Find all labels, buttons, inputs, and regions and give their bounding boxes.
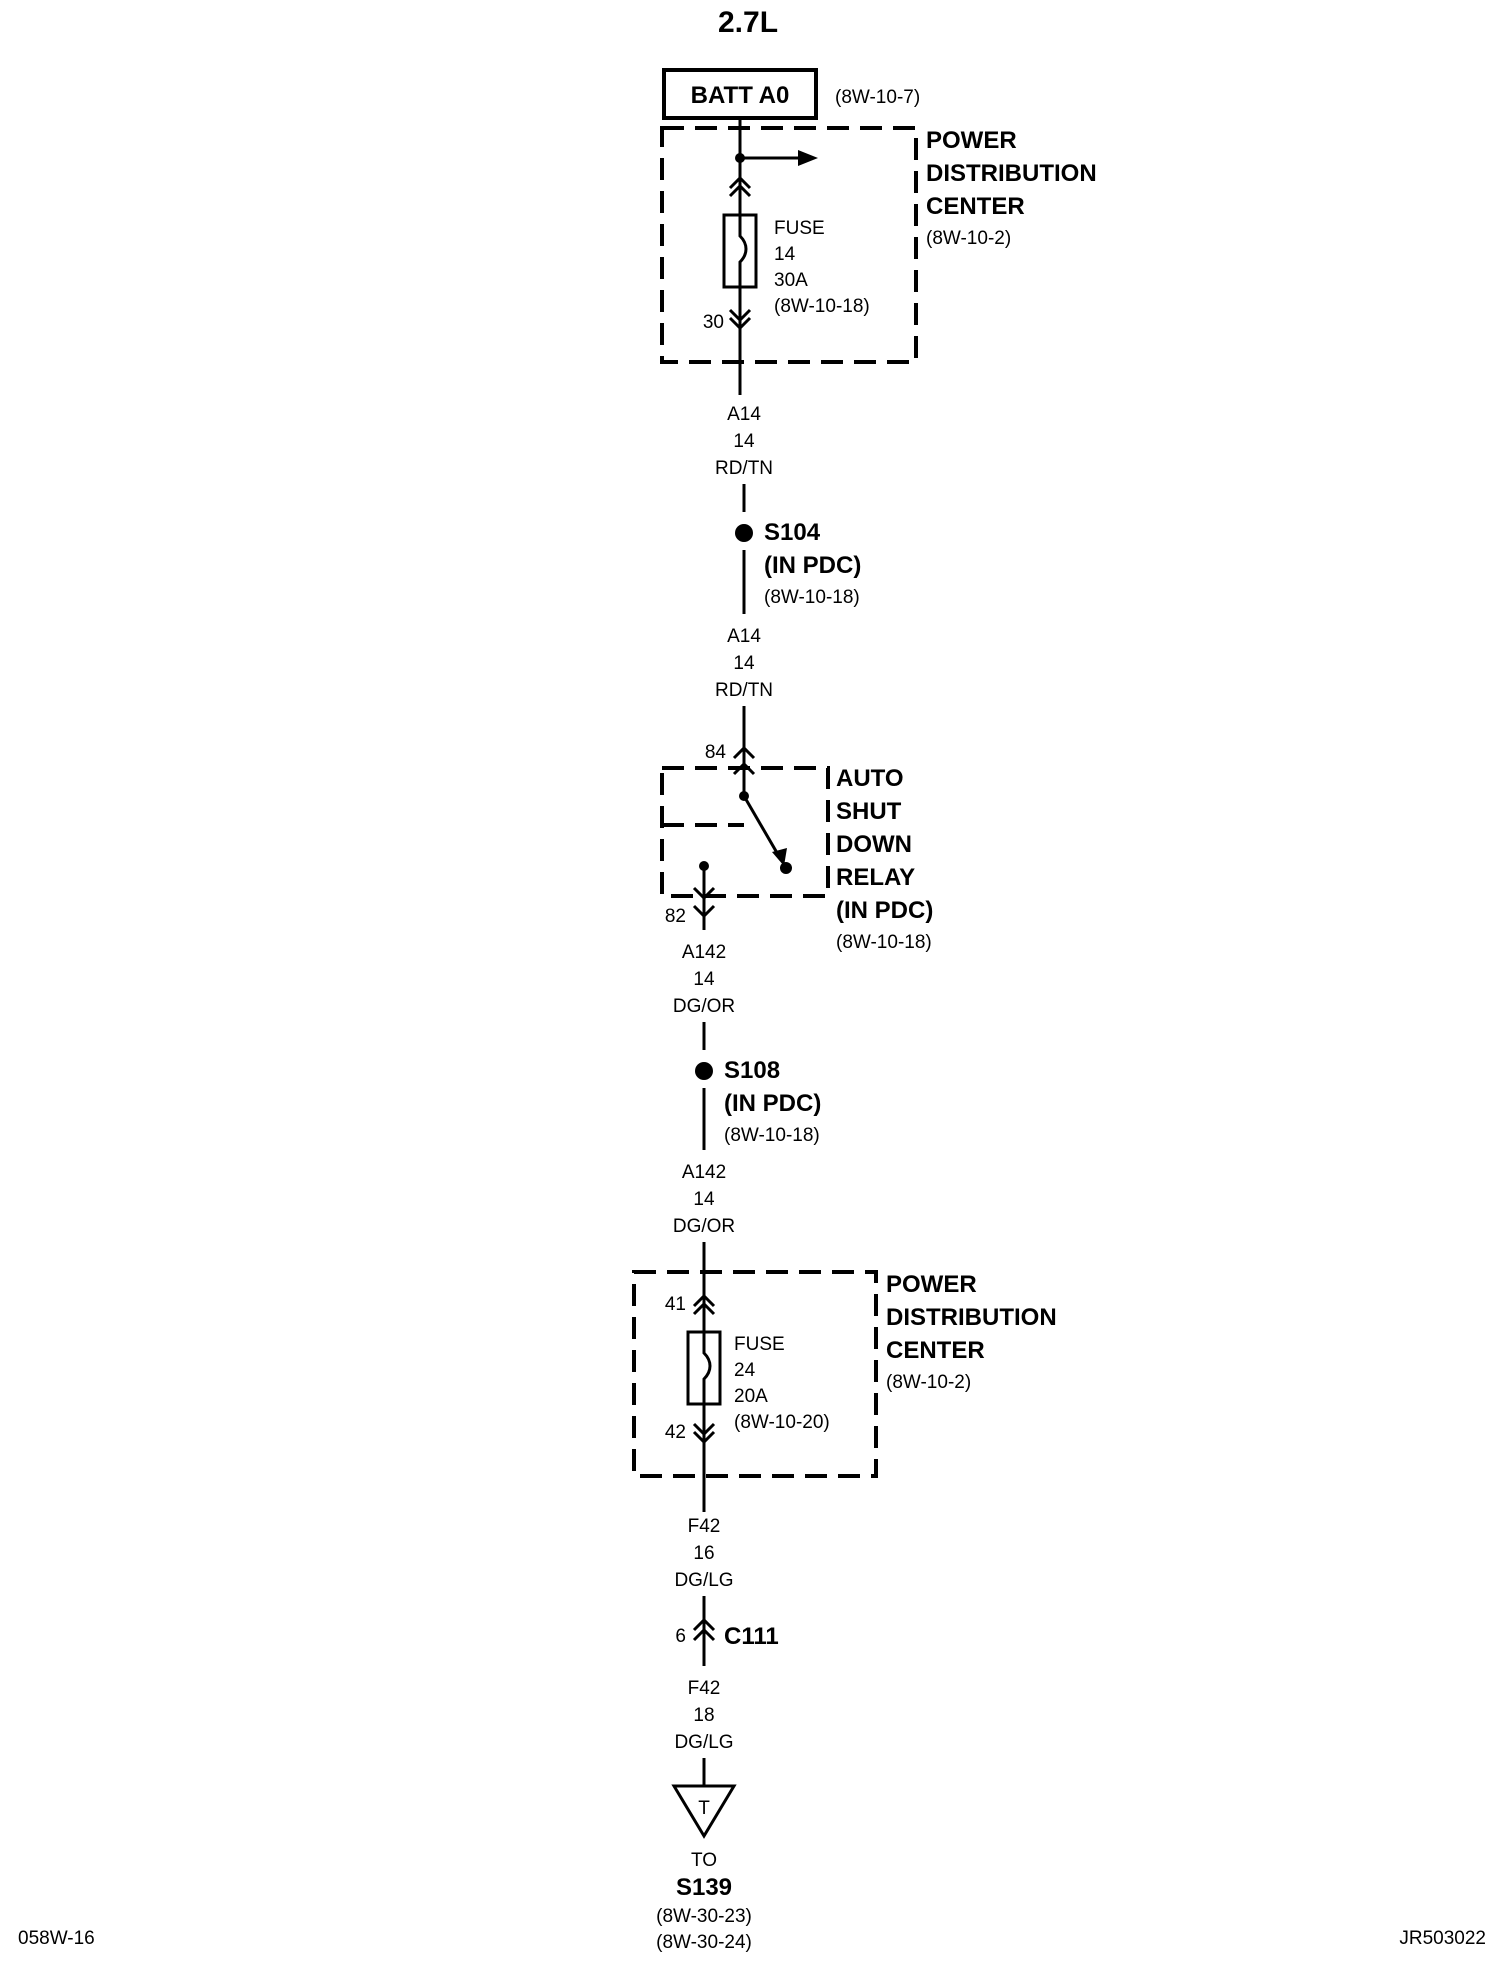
chevron-up-icon — [732, 761, 756, 776]
branch-arrow-icon — [798, 150, 818, 166]
chevron-down-icon — [692, 904, 716, 919]
chevron-up-icon — [728, 183, 752, 198]
pdc1-line2: DISTRIBUTION — [926, 160, 1097, 187]
relay-pin-out: 82 — [665, 906, 686, 927]
footer-left: 058W-16 — [18, 1928, 95, 1949]
fuse-24-element-icon — [702, 1332, 712, 1404]
wire-a142-top-gauge: 14 — [693, 969, 715, 990]
wire-a142-top-color: DG/OR — [673, 996, 735, 1017]
splice-s104-icon — [735, 524, 753, 542]
relay-line1: AUTO — [836, 765, 904, 792]
pdc2-line2: DISTRIBUTION — [886, 1304, 1057, 1331]
terminal-symbol: T — [698, 1798, 710, 1819]
wire-f42-top-circuit: F42 — [688, 1516, 721, 1537]
terminal-ref2: (8W-30-24) — [656, 1932, 752, 1953]
s108-label: S108 — [724, 1057, 780, 1084]
wire-f42-bottom-gauge: 18 — [693, 1705, 714, 1726]
s104-ref: (8W-10-18) — [764, 587, 860, 608]
wire-a14-bottom-circuit: A14 — [727, 626, 761, 647]
relay-loc: (IN PDC) — [836, 897, 933, 924]
chevron-down-icon — [692, 1422, 716, 1437]
footer-right: JR503022 — [1399, 1928, 1486, 1949]
wire-a142-bottom-color: DG/OR — [673, 1216, 735, 1237]
pdc2-line1: POWER — [886, 1271, 977, 1298]
pdc1-ref: (8W-10-2) — [926, 228, 1011, 249]
pdc2-line3: CENTER — [886, 1337, 985, 1364]
fuse14-pin: 30 — [703, 312, 724, 333]
terminal-to: TO — [691, 1850, 717, 1871]
wire-a142-bottom-circuit: A142 — [682, 1162, 726, 1183]
relay-contact-dot — [780, 862, 792, 874]
chevron-down-icon — [728, 316, 752, 331]
relay-switch-arrow-icon — [772, 848, 787, 866]
s108-loc: (IN PDC) — [724, 1090, 821, 1117]
wire-f42-top-gauge: 16 — [693, 1543, 714, 1564]
relay-line2: SHUT — [836, 798, 902, 825]
fuse24-pin-out: 42 — [665, 1422, 686, 1443]
pdc1-line3: CENTER — [926, 193, 1025, 220]
chevron-down-icon — [692, 886, 716, 901]
wire-f42-bottom-circuit: F42 — [688, 1678, 721, 1699]
relay-box — [660, 766, 830, 898]
pdc1-box — [660, 126, 918, 364]
fuse14-label: FUSE — [774, 218, 825, 239]
chevron-down-icon — [728, 308, 752, 323]
terminal-triangle-icon — [671, 1784, 737, 1839]
chevron-up-icon — [732, 745, 756, 760]
fuse24-label: FUSE — [734, 1334, 785, 1355]
wire-a14-top-gauge: 14 — [733, 431, 755, 452]
splice-s108-icon — [695, 1062, 713, 1080]
fuse14-number: 14 — [774, 244, 796, 265]
fuse24-number: 24 — [734, 1360, 756, 1381]
page-title: 2.7L — [718, 6, 778, 39]
chevron-down-icon — [692, 1430, 716, 1445]
wire-a142-bottom-gauge: 14 — [693, 1189, 715, 1210]
fuse-14-element-icon — [738, 215, 748, 287]
wire-a14-top-circuit: A14 — [727, 404, 761, 425]
relay-line4: RELAY — [836, 864, 915, 891]
fuse24-ref: (8W-10-20) — [734, 1412, 830, 1433]
c111-pin: 6 — [675, 1626, 686, 1647]
pdc2-ref: (8W-10-2) — [886, 1372, 971, 1393]
chevron-up-icon — [692, 1627, 716, 1642]
terminal-dest: S139 — [676, 1874, 732, 1901]
terminal-ref1: (8W-30-23) — [656, 1906, 752, 1927]
wire-a14-bottom-gauge: 14 — [733, 653, 755, 674]
batt-label: BATT A0 — [691, 82, 790, 109]
chevron-up-icon — [692, 1617, 716, 1632]
c111-label: C111 — [724, 1623, 779, 1650]
fuse14-rating: 30A — [774, 270, 808, 291]
batt-ref: (8W-10-7) — [835, 87, 920, 108]
fuse24-rating: 20A — [734, 1386, 768, 1407]
relay-line3: DOWN — [836, 831, 912, 858]
relay-ref: (8W-10-18) — [836, 932, 932, 953]
wire-a142-top-circuit: A142 — [682, 942, 726, 963]
wire-a14-bottom-color: RD/TN — [715, 680, 773, 701]
fuse24-pin-in: 41 — [665, 1294, 686, 1315]
pdc2-box — [632, 1270, 878, 1478]
relay-pin-in: 84 — [705, 742, 727, 763]
chevron-up-icon — [692, 1293, 716, 1308]
s104-loc: (IN PDC) — [764, 552, 861, 579]
wire-f42-bottom-color: DG/LG — [674, 1732, 733, 1753]
s108-ref: (8W-10-18) — [724, 1125, 820, 1146]
pdc1-line1: POWER — [926, 127, 1017, 154]
fuse14-ref: (8W-10-18) — [774, 296, 870, 317]
chevron-up-icon — [692, 1301, 716, 1316]
wire-a14-top-color: RD/TN — [715, 458, 773, 479]
wire-f42-top-color: DG/LG — [674, 1570, 733, 1591]
relay-switch-arm — [742, 795, 782, 859]
chevron-up-icon — [728, 175, 752, 190]
s104-label: S104 — [764, 519, 821, 546]
